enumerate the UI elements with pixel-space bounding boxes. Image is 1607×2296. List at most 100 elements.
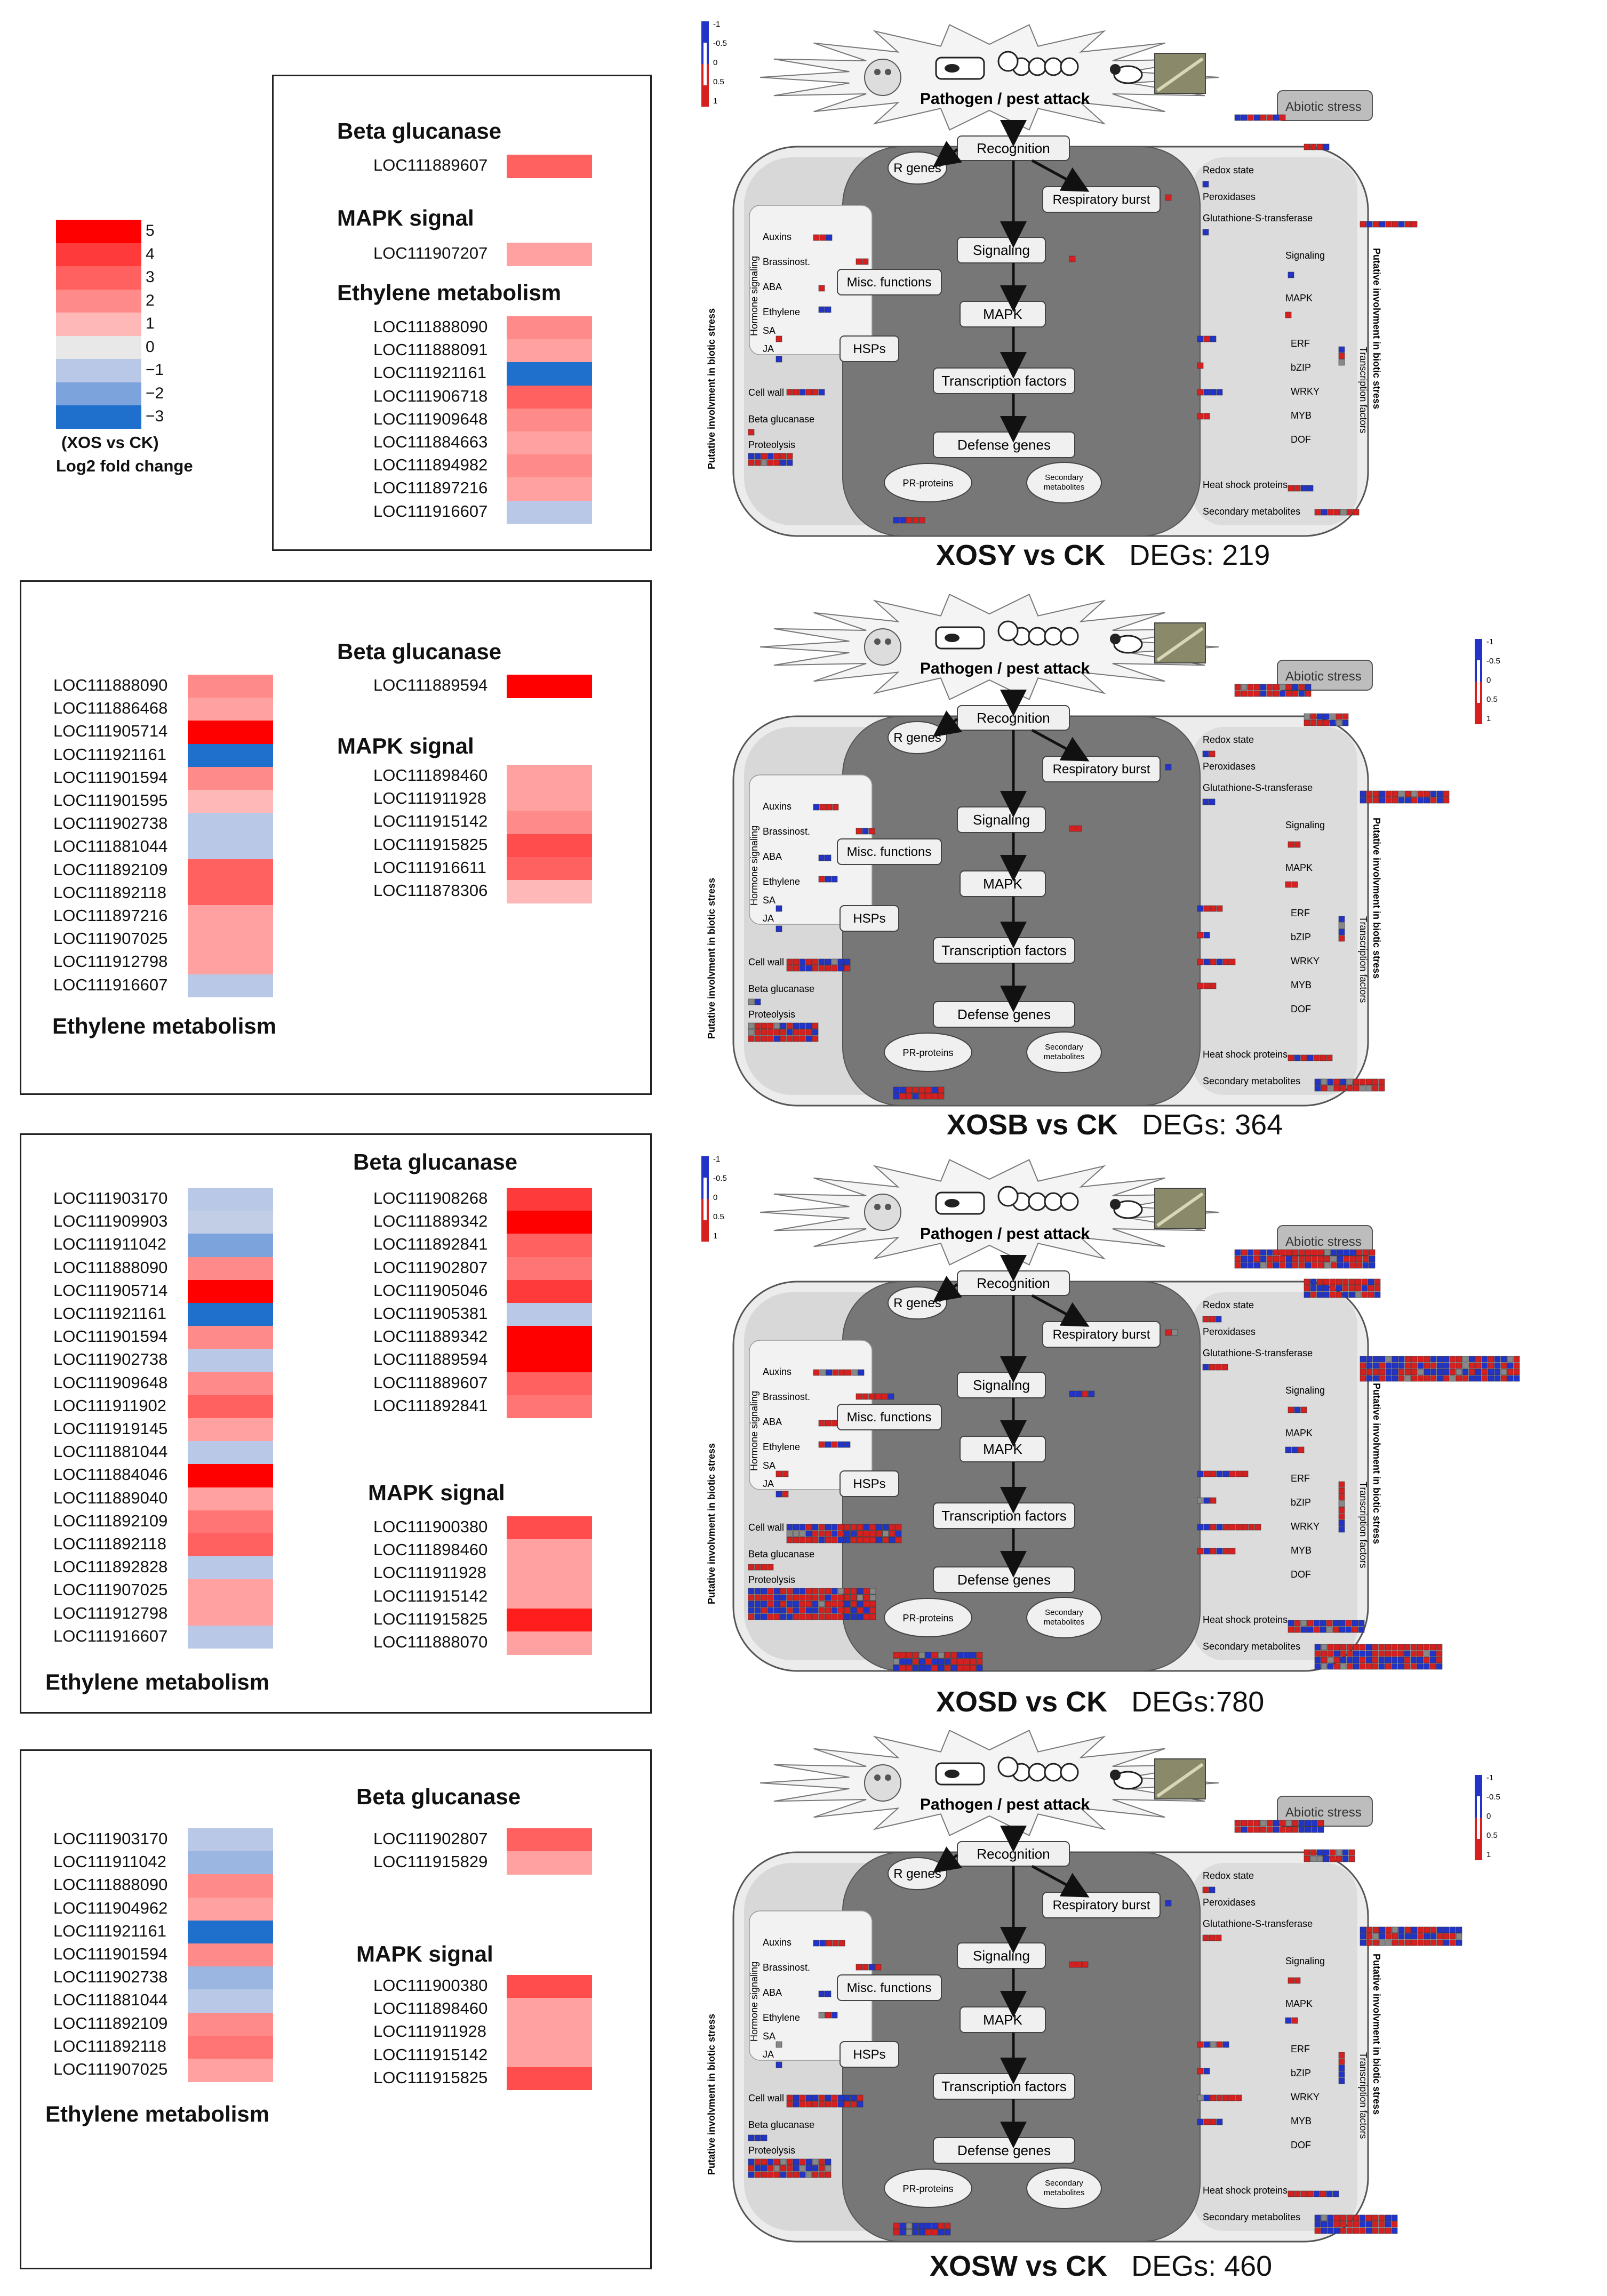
gene-square bbox=[1329, 719, 1336, 726]
beta-glucanase-label: Beta glucanase bbox=[748, 1549, 814, 1559]
gene-square bbox=[906, 517, 913, 524]
gene-square bbox=[857, 1524, 864, 1531]
gene-label: LOC111907025 bbox=[53, 2060, 168, 2078]
scale-label: 1 bbox=[713, 1231, 717, 1241]
gene-square bbox=[805, 965, 812, 972]
heatmap-cell bbox=[507, 1516, 592, 1540]
gene-square bbox=[1359, 2214, 1366, 2221]
gene-square bbox=[1361, 1278, 1368, 1285]
gene-square bbox=[1294, 2190, 1301, 2197]
gene-square bbox=[1338, 2052, 1345, 2059]
gene-square bbox=[1338, 353, 1345, 359]
gene-square bbox=[818, 1588, 825, 1595]
gene-square bbox=[767, 2158, 774, 2165]
gene-square bbox=[837, 1524, 844, 1531]
scale-label: 0.5 bbox=[713, 77, 724, 86]
group-title: MAPK signal bbox=[356, 1941, 493, 1966]
gene-square bbox=[1294, 1626, 1301, 1633]
gene-square bbox=[856, 828, 862, 835]
gene-square bbox=[1340, 1644, 1347, 1651]
gene-square bbox=[812, 1537, 819, 1543]
gene-square bbox=[1279, 1255, 1286, 1262]
gene-label: LOC111905714 bbox=[53, 722, 168, 741]
gene-square bbox=[1365, 2227, 1372, 2234]
gene-square bbox=[925, 1652, 932, 1659]
gene-square bbox=[1423, 1644, 1430, 1651]
gene-square bbox=[1475, 1375, 1482, 1382]
heatmap-cell bbox=[507, 811, 592, 835]
gene-label: LOC111902807 bbox=[373, 1258, 488, 1277]
legend-value: 0 bbox=[146, 338, 155, 356]
gene-square bbox=[1241, 1820, 1248, 1827]
gene-square bbox=[1398, 1933, 1405, 1940]
gene-square bbox=[1359, 2221, 1366, 2228]
gene-square bbox=[1203, 2041, 1210, 2048]
gene-square bbox=[1379, 1939, 1386, 1946]
gene-square bbox=[1378, 1644, 1385, 1651]
gene-square bbox=[773, 1035, 780, 1042]
gene-square bbox=[1366, 1933, 1373, 1940]
gene-square bbox=[748, 1607, 755, 1614]
gene-square bbox=[1235, 2094, 1242, 2101]
gene-square bbox=[1260, 1820, 1267, 1827]
gene-square bbox=[1342, 1285, 1349, 1292]
heatmap-cell bbox=[507, 1234, 592, 1258]
misc-box-label: Misc. functions bbox=[847, 275, 932, 290]
gene-square bbox=[1391, 2227, 1398, 2234]
gene-square bbox=[825, 1524, 832, 1531]
gene-square bbox=[1404, 1663, 1411, 1670]
gene-square bbox=[1320, 1626, 1326, 1633]
gene-square bbox=[1330, 1249, 1337, 1256]
gene-square bbox=[767, 453, 774, 460]
gene-square bbox=[1417, 1356, 1424, 1363]
gene-square bbox=[812, 1613, 819, 1620]
gene-square bbox=[1355, 1285, 1362, 1292]
right-label-erf: ERF bbox=[1291, 908, 1310, 918]
gene-square bbox=[1475, 1369, 1482, 1375]
gene-square bbox=[844, 1601, 851, 1607]
gene-square bbox=[754, 1035, 761, 1042]
defense-box-label: Defense genes bbox=[957, 2142, 1051, 2158]
gene-square bbox=[773, 1594, 780, 1601]
heatmap-cell bbox=[188, 1349, 273, 1373]
gene-square bbox=[1266, 684, 1273, 691]
gene-square bbox=[793, 1530, 799, 1537]
heatmap-cell bbox=[188, 1211, 273, 1234]
gene-square bbox=[825, 2165, 832, 2172]
gene-square bbox=[1311, 1255, 1318, 1262]
heatmap-cell bbox=[507, 2067, 592, 2091]
gene-square bbox=[825, 2094, 832, 2101]
gene-square bbox=[1343, 1262, 1350, 1269]
gene-square bbox=[1385, 1644, 1392, 1651]
gene-square bbox=[838, 1940, 845, 1947]
gene-square bbox=[1321, 1650, 1328, 1657]
gene-square bbox=[837, 2101, 844, 2108]
gene-square bbox=[944, 1652, 951, 1659]
right-label-hsp_r: Heat shock proteins bbox=[1203, 2185, 1288, 2196]
gene-square bbox=[818, 1441, 825, 1448]
gene-square bbox=[1203, 413, 1210, 420]
gene-square bbox=[1327, 2221, 1334, 2228]
gene-square bbox=[786, 1537, 793, 1543]
gene-square bbox=[1215, 1934, 1222, 1941]
gene-label: LOC111888090 bbox=[53, 1258, 168, 1277]
hormone-signaling-label: Hormone signaling bbox=[749, 826, 759, 906]
gene-square bbox=[869, 1588, 876, 1595]
gene-square bbox=[857, 1594, 864, 1601]
heatmap-cell bbox=[507, 316, 592, 340]
gene-square bbox=[805, 1530, 812, 1537]
gene-label: LOC111892118 bbox=[53, 2036, 167, 2055]
gene-square bbox=[1365, 1078, 1372, 1085]
heatmap-cell bbox=[188, 1556, 273, 1580]
gene-square bbox=[812, 2171, 819, 2178]
gene-square bbox=[1294, 1620, 1301, 1627]
gene-square bbox=[882, 1530, 889, 1537]
gene-square bbox=[895, 1524, 902, 1531]
gene-square bbox=[1449, 1926, 1456, 1933]
gene-square bbox=[831, 1537, 838, 1543]
heatmap-cell bbox=[188, 1897, 273, 1921]
gene-square bbox=[1338, 935, 1345, 942]
gene-square bbox=[793, 2094, 799, 2101]
gene-square bbox=[1360, 1939, 1366, 1946]
gene-square bbox=[1385, 1369, 1392, 1375]
